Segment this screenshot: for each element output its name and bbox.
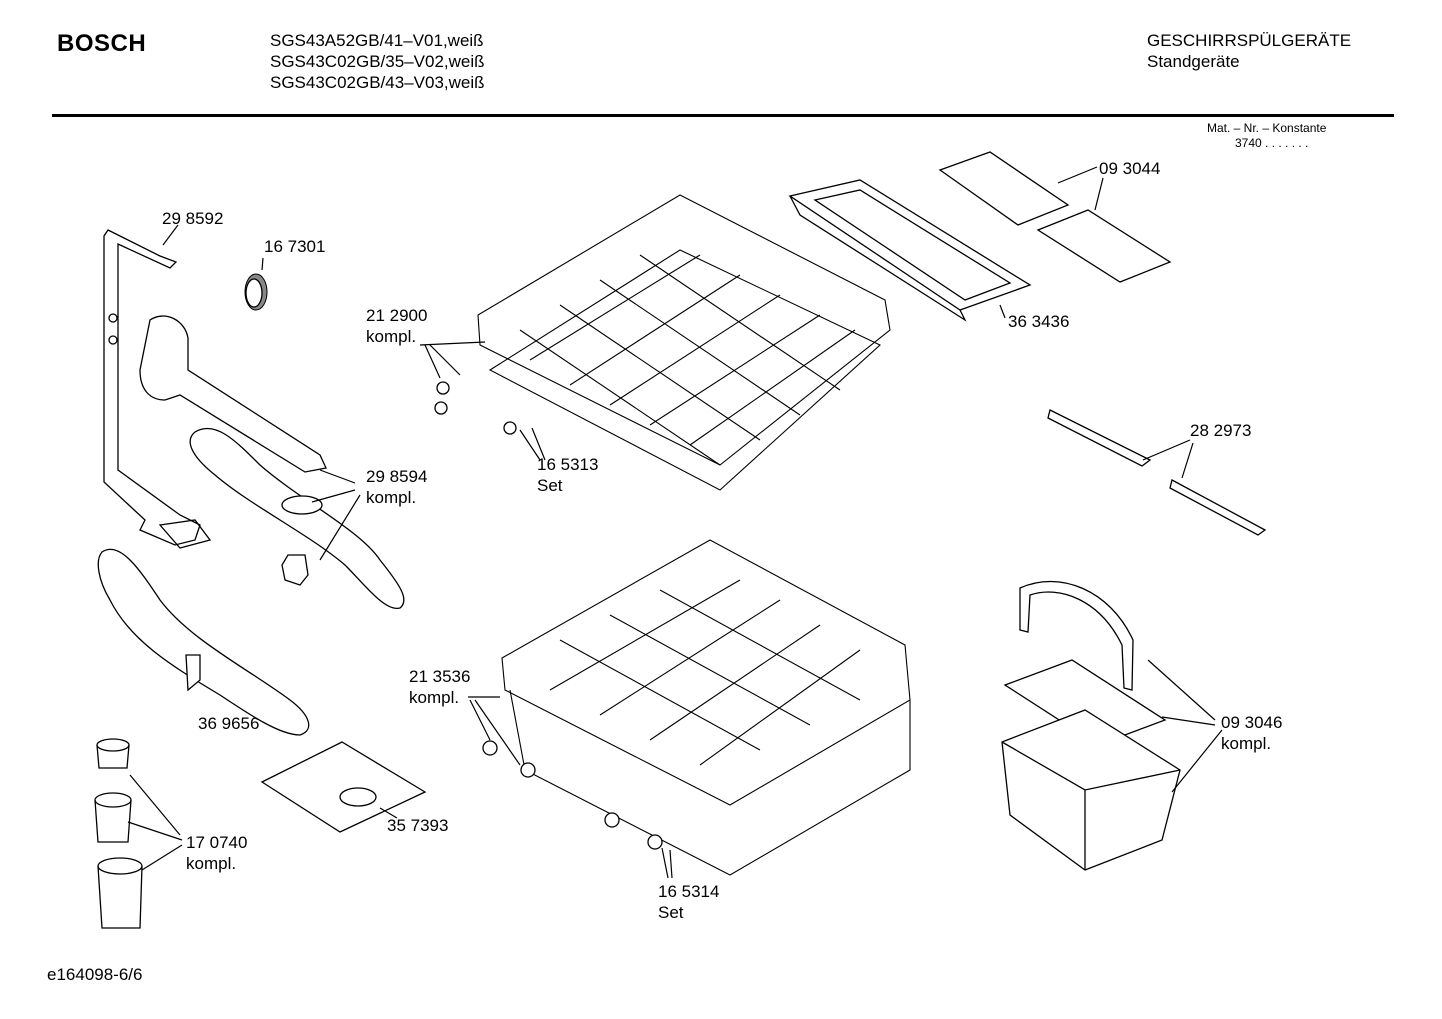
part-note: kompl. <box>186 854 237 873</box>
rack-tines-drawing <box>938 151 1172 283</box>
rack-rails-drawing <box>1047 409 1267 536</box>
category-title: GESCHIRRSPÜLGERÄTE <box>1147 31 1352 50</box>
part-note: kompl. <box>366 327 417 346</box>
part-number: 09 3046 <box>1221 713 1283 732</box>
part-note: Set <box>658 903 684 922</box>
part-label-170740[interactable]: 17 0740 kompl. <box>186 832 247 874</box>
part-label-298594[interactable]: 29 8594 kompl. <box>366 466 427 508</box>
category-subtitle: Standgeräte <box>1147 52 1240 71</box>
part-number: 21 2900 <box>366 306 428 325</box>
part-number: 29 8594 <box>366 467 428 486</box>
part-number: 09 3044 <box>1099 159 1161 178</box>
model-list: SGS43A52GB/41–V01,weiß SGS43C02GB/35–V02… <box>270 30 485 93</box>
part-note: kompl. <box>409 688 460 707</box>
part-number: 16 5313 <box>537 455 599 474</box>
model-line: SGS43C02GB/35–V02,weiß <box>270 52 485 71</box>
drawing-id: e164098-6/6 <box>47 965 143 984</box>
part-label-369656[interactable]: 36 9656 <box>198 713 259 734</box>
part-label-093044[interactable]: 09 3044 <box>1099 158 1160 179</box>
part-number: 28 2973 <box>1190 421 1252 440</box>
part-label-213536[interactable]: 21 3536 kompl. <box>409 666 470 708</box>
category-block: GESCHIRRSPÜLGERÄTE Standgeräte <box>1147 30 1351 72</box>
cup-shelf-drawing <box>788 179 1032 322</box>
part-number: 29 8592 <box>162 209 224 228</box>
part-label-282973[interactable]: 28 2973 <box>1190 420 1251 441</box>
lower-basket-drawing <box>482 539 911 876</box>
small-filter-drawing <box>244 273 268 311</box>
filter-set-drawing <box>94 738 143 929</box>
part-label-165314[interactable]: 16 5314 Set <box>658 881 719 923</box>
model-line: SGS43A52GB/41–V01,weiß <box>270 31 484 50</box>
mat-nr-block: Mat. – Nr. – Konstante 3740 . . . . . . … <box>1207 121 1326 151</box>
part-number: 16 5314 <box>658 882 720 901</box>
part-label-167301[interactable]: 16 7301 <box>264 236 325 257</box>
sump-cover-drawing <box>260 741 427 833</box>
upper-basket-drawing <box>434 194 891 491</box>
header-rule <box>52 114 1394 117</box>
part-number: 17 0740 <box>186 833 248 852</box>
part-label-357393[interactable]: 35 7393 <box>387 815 448 836</box>
part-number: 36 3436 <box>1008 312 1070 331</box>
part-label-212900[interactable]: 21 2900 kompl. <box>366 305 427 347</box>
lower-spray-arm-drawing <box>97 548 310 736</box>
part-note: kompl. <box>366 488 417 507</box>
mat-nr-label: Mat. – Nr. – Konstante <box>1207 121 1327 135</box>
mat-nr-value: 3740 . . . . . . . <box>1235 136 1309 150</box>
model-line: SGS43C02GB/43–V03,weiß <box>270 73 485 92</box>
part-number: 35 7393 <box>387 816 449 835</box>
upper-spray-arm-drawing <box>189 427 405 609</box>
cutlery-basket-drawing <box>1001 580 1181 871</box>
part-label-298592[interactable]: 29 8592 <box>162 208 223 229</box>
spray-pipe-drawing <box>103 229 327 549</box>
part-label-165313[interactable]: 16 5313 Set <box>537 454 598 496</box>
part-label-363436[interactable]: 36 3436 <box>1008 311 1069 332</box>
part-number: 21 3536 <box>409 667 471 686</box>
brand-logo: BOSCH <box>57 30 147 57</box>
part-number: 16 7301 <box>264 237 326 256</box>
part-number: 36 9656 <box>198 714 260 733</box>
part-note: Set <box>537 476 563 495</box>
part-note: kompl. <box>1221 734 1272 753</box>
leader-lines <box>127 166 1223 879</box>
part-label-093046[interactable]: 09 3046 kompl. <box>1221 712 1282 754</box>
